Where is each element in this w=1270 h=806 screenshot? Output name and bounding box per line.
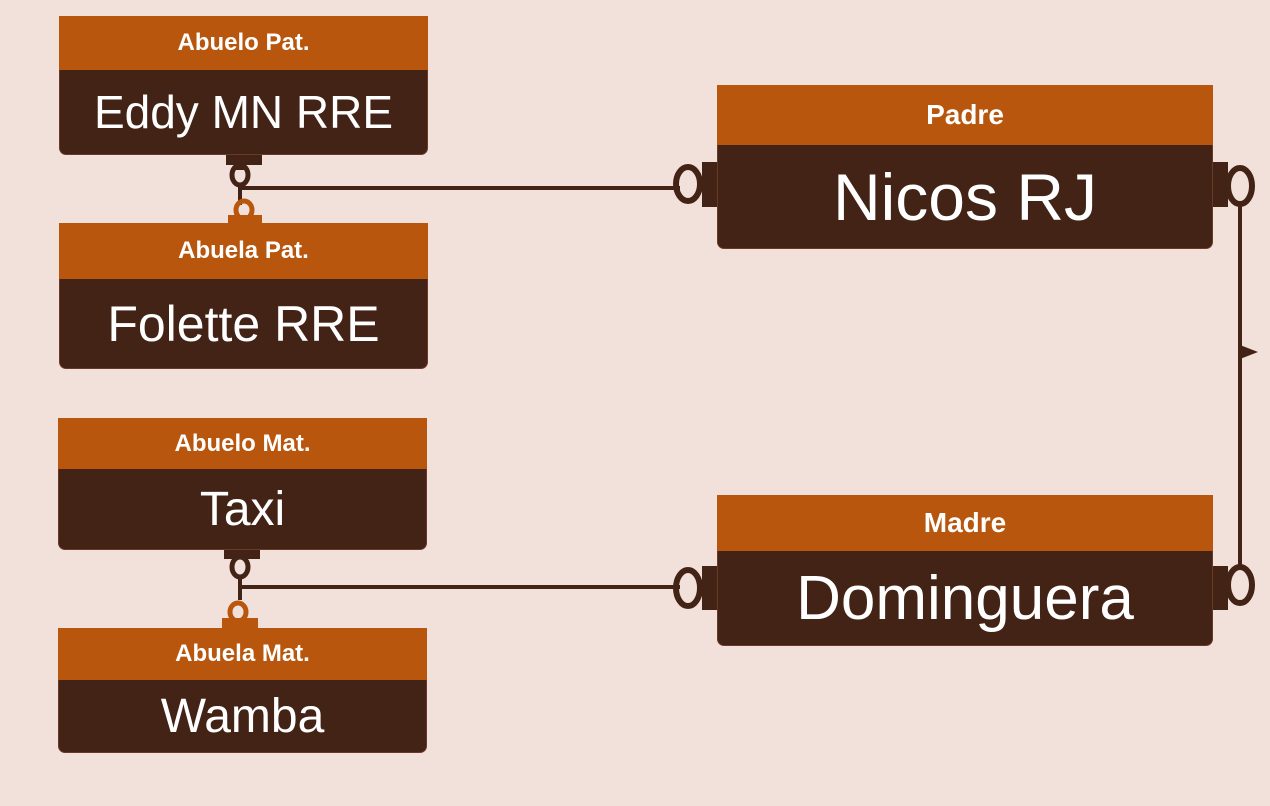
card-padre[interactable]: Padre Nicos RJ [717,85,1213,249]
connector-maternal-grandparents [222,549,260,629]
card-abuelo-materno[interactable]: Abuelo Mat. Taxi [58,418,427,550]
connector-paternal-to-padre [240,162,718,207]
role-label: Abuela Mat. [58,628,427,680]
connector-parents-couple [1212,162,1258,610]
role-label: Madre [717,495,1213,551]
card-abuela-materna[interactable]: Abuela Mat. Wamba [58,628,427,753]
person-name: Eddy MN RRE [59,70,428,155]
card-madre[interactable]: Madre Dominguera [717,495,1213,646]
card-abuelo-paterno[interactable]: Abuelo Pat. Eddy MN RRE [59,16,428,155]
connector-maternal-to-madre [240,566,718,610]
person-name: Folette RRE [59,279,428,369]
arrow-marker [1240,345,1258,359]
person-name: Nicos RJ [717,145,1213,249]
person-name: Dominguera [717,551,1213,646]
role-label: Padre [717,85,1213,145]
role-label: Abuelo Mat. [58,418,427,469]
card-abuela-paterna[interactable]: Abuela Pat. Folette RRE [59,223,428,369]
person-name: Taxi [58,469,427,550]
person-name: Wamba [58,680,427,753]
role-label: Abuelo Pat. [59,16,428,70]
role-label: Abuela Pat. [59,223,428,279]
